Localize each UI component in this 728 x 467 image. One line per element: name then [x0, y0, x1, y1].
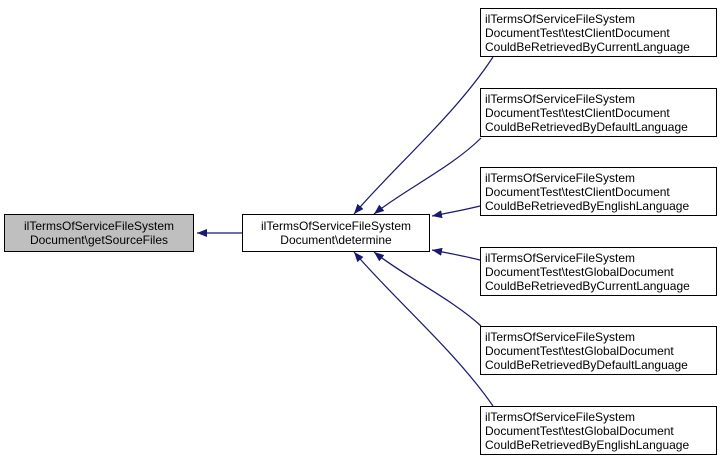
node-label-line: ilTermsOfServiceFileSystem — [485, 91, 636, 106]
node-label-line: CouldBeRetrievedByDefaultLanguage — [485, 357, 688, 372]
node-label-line: ilTermsOfServiceFileSystem — [485, 409, 636, 424]
node-label-line: ilTermsOfServiceFileSystem — [260, 219, 412, 233]
node-label-line: CouldBeRetrievedByCurrentLanguage — [485, 39, 690, 54]
node-test-global-default[interactable]: ilTermsOfServiceFileSystem DocumentTest\… — [480, 326, 717, 375]
node-label-line: CouldBeRetrievedByEnglishLanguage — [485, 437, 690, 452]
node-label-line: DocumentTest\testClientDocument — [485, 105, 670, 120]
node-label-line: ilTermsOfServiceFileSystem — [23, 219, 175, 233]
node-test-global-english[interactable]: ilTermsOfServiceFileSystem DocumentTest\… — [480, 406, 717, 455]
node-label-line: CouldBeRetrievedByCurrentLanguage — [485, 278, 690, 293]
node-test-client-current[interactable]: ilTermsOfServiceFileSystem DocumentTest\… — [480, 8, 717, 57]
edge-test-client-english-to-determine — [431, 205, 481, 219]
node-getsourcefiles: ilTermsOfServiceFileSystem Document\getS… — [4, 214, 194, 252]
node-label-line: ilTermsOfServiceFileSystem — [485, 11, 636, 26]
node-label-line: DocumentTest\testGlobalDocument — [485, 343, 674, 358]
node-label-line: DocumentTest\testGlobalDocument — [485, 264, 674, 279]
node-label-line: ilTermsOfServiceFileSystem — [485, 329, 636, 344]
edge-test-global-english-to-determine — [353, 251, 494, 407]
node-test-client-english[interactable]: ilTermsOfServiceFileSystem DocumentTest\… — [480, 167, 717, 216]
node-label-line: DocumentTest\testClientDocument — [485, 184, 670, 199]
edge-test-global-default-to-determine — [373, 251, 482, 327]
node-test-global-current[interactable]: ilTermsOfServiceFileSystem DocumentTest\… — [480, 247, 717, 296]
node-determine[interactable]: ilTermsOfServiceFileSystem Document\dete… — [242, 214, 430, 252]
node-label-line: Document\getSourceFiles — [29, 233, 169, 247]
node-label-line: DocumentTest\testClientDocument — [485, 25, 670, 40]
node-label-line: Document\determine — [280, 233, 392, 247]
node-label-line: CouldBeRetrievedByDefaultLanguage — [485, 119, 688, 134]
node-label-line: ilTermsOfServiceFileSystem — [485, 170, 636, 185]
node-test-client-default[interactable]: ilTermsOfServiceFileSystem DocumentTest\… — [480, 88, 717, 137]
edge-test-client-default-to-determine — [373, 137, 482, 215]
edge-test-client-current-to-determine — [353, 56, 494, 215]
node-label-line: ilTermsOfServiceFileSystem — [485, 250, 636, 265]
node-label-line: DocumentTest\testGlobalDocument — [485, 423, 674, 438]
edge-test-global-current-to-determine — [431, 247, 481, 261]
node-label-line: CouldBeRetrievedByEnglishLanguage — [485, 198, 690, 213]
